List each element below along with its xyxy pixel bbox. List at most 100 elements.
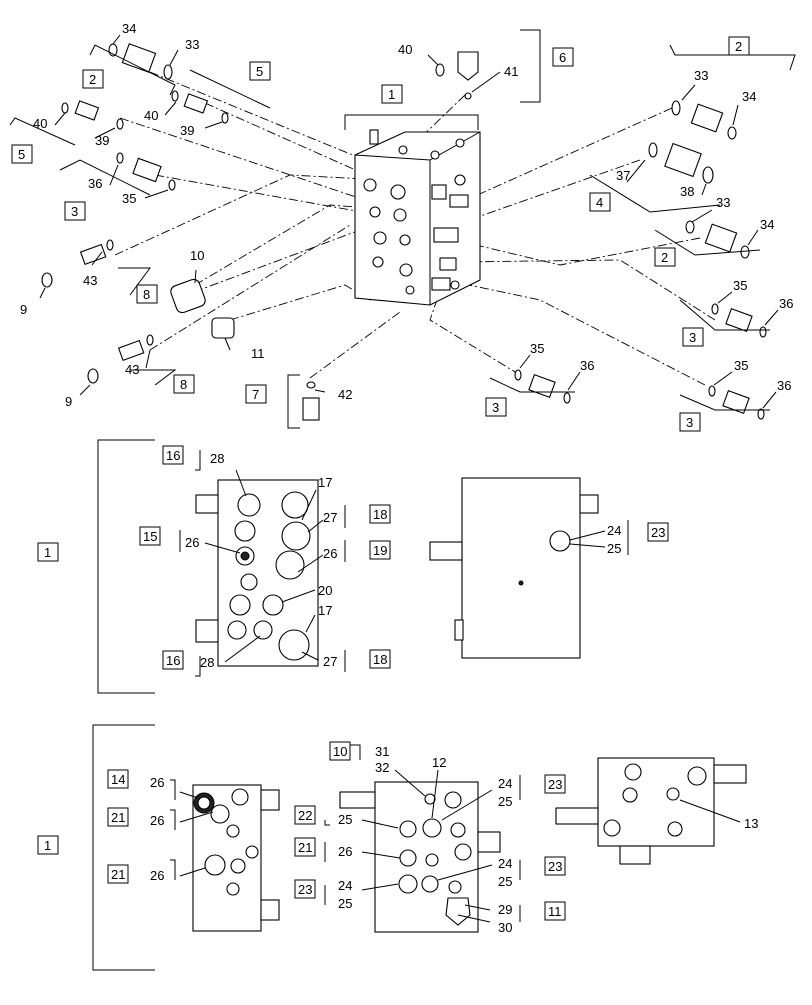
callout-5: 5 xyxy=(256,64,263,79)
callout-30: 30 xyxy=(498,920,512,935)
callout-25: 25 xyxy=(338,812,352,827)
callout-10: 10 xyxy=(333,744,347,759)
callout-40: 40 xyxy=(398,42,412,57)
callout-9: 9 xyxy=(65,394,72,409)
callout-24: 24 xyxy=(338,878,352,893)
callout-39: 39 xyxy=(180,123,194,138)
callout-42: 42 xyxy=(338,387,352,402)
callout-25: 25 xyxy=(338,896,352,911)
callout-17: 17 xyxy=(318,475,332,490)
callout-36: 36 xyxy=(777,378,791,393)
callout-20: 20 xyxy=(318,583,332,598)
callout-27: 27 xyxy=(323,654,337,669)
callout-26: 26 xyxy=(323,546,337,561)
callout-1: 1 xyxy=(44,545,51,560)
callout-35: 35 xyxy=(530,341,544,356)
callout-21: 21 xyxy=(298,840,312,855)
callout-1: 1 xyxy=(44,838,51,853)
callout-23: 23 xyxy=(651,525,665,540)
callout-38: 38 xyxy=(680,184,694,199)
valve-block-bottom-center xyxy=(339,781,501,933)
callout-23: 23 xyxy=(548,777,562,792)
callout-40: 40 xyxy=(33,116,47,131)
callout-24: 24 xyxy=(498,776,512,791)
valve-block-exploded xyxy=(354,129,481,306)
callout-labels: 34 33 2 5 40 39 40 39 5 36 35 3 10 43 8 … xyxy=(11,21,793,935)
callout-35: 35 xyxy=(733,278,747,293)
callout-2: 2 xyxy=(735,39,742,54)
callout-25: 25 xyxy=(498,794,512,809)
callout-11: 11 xyxy=(251,346,265,361)
callout-19: 19 xyxy=(373,543,387,558)
callout-35: 35 xyxy=(734,358,748,373)
callout-25: 25 xyxy=(498,874,512,889)
callout-2: 2 xyxy=(661,250,668,265)
callout-24: 24 xyxy=(607,523,621,538)
callout-27: 27 xyxy=(323,510,337,525)
callout-22: 22 xyxy=(298,808,312,823)
callout-13: 13 xyxy=(744,816,758,831)
callout-4: 4 xyxy=(596,195,603,210)
fitting-group-right xyxy=(514,100,767,420)
callout-33: 33 xyxy=(716,195,730,210)
valve-block-bottom-right xyxy=(555,757,747,865)
valve-block-middle-rear xyxy=(429,477,599,659)
callout-7: 7 xyxy=(252,387,259,402)
callout-26: 26 xyxy=(150,775,164,790)
callout-32: 32 xyxy=(375,760,389,775)
callout-34: 34 xyxy=(742,89,756,104)
callout-16: 16 xyxy=(166,448,180,463)
kit-brackets-top xyxy=(9,29,796,429)
callout-18: 18 xyxy=(373,507,387,522)
callout-9: 9 xyxy=(20,302,27,317)
callout-23: 23 xyxy=(298,882,312,897)
callout-43: 43 xyxy=(83,273,97,288)
callout-18: 18 xyxy=(373,652,387,667)
callout-25: 25 xyxy=(607,541,621,556)
callout-29: 29 xyxy=(498,902,512,917)
callout-21: 21 xyxy=(111,810,125,825)
callout-14: 14 xyxy=(111,772,125,787)
callout-33: 33 xyxy=(694,68,708,83)
middle-brackets xyxy=(179,450,629,677)
callout-41: 41 xyxy=(504,64,518,79)
callout-3: 3 xyxy=(71,204,78,219)
callout-1: 1 xyxy=(388,87,395,102)
fitting-group-top-center xyxy=(302,51,479,421)
callout-24: 24 xyxy=(498,856,512,871)
callout-8: 8 xyxy=(143,287,150,302)
boxed-callouts xyxy=(11,36,750,921)
callout-5: 5 xyxy=(18,147,25,162)
callout-10: 10 xyxy=(190,248,204,263)
callout-16: 16 xyxy=(166,653,180,668)
callout-28: 28 xyxy=(200,655,214,670)
callout-3: 3 xyxy=(689,330,696,345)
bottom-brackets xyxy=(170,744,741,923)
callout-40: 40 xyxy=(144,108,158,123)
callout-37: 37 xyxy=(616,168,630,183)
callout-28: 28 xyxy=(210,451,224,466)
callout-17: 17 xyxy=(318,603,332,618)
callout-35: 35 xyxy=(122,191,136,206)
callout-31: 31 xyxy=(375,744,389,759)
callout-2: 2 xyxy=(89,72,96,87)
callout-36: 36 xyxy=(88,176,102,191)
callout-43: 43 xyxy=(125,362,139,377)
callout-15: 15 xyxy=(143,529,157,544)
callout-33: 33 xyxy=(185,37,199,52)
callout-36: 36 xyxy=(580,358,594,373)
callout-36: 36 xyxy=(779,296,793,311)
callout-12: 12 xyxy=(432,755,446,770)
callout-8: 8 xyxy=(180,377,187,392)
valve-block-middle-front xyxy=(97,439,319,694)
callout-21: 21 xyxy=(111,867,125,882)
callout-26: 26 xyxy=(185,535,199,550)
callout-39: 39 xyxy=(95,133,109,148)
callout-23: 23 xyxy=(548,859,562,874)
valve-block-bottom-left xyxy=(92,724,280,971)
callout-6: 6 xyxy=(559,50,566,65)
callout-34: 34 xyxy=(760,217,774,232)
callout-34: 34 xyxy=(122,21,136,36)
